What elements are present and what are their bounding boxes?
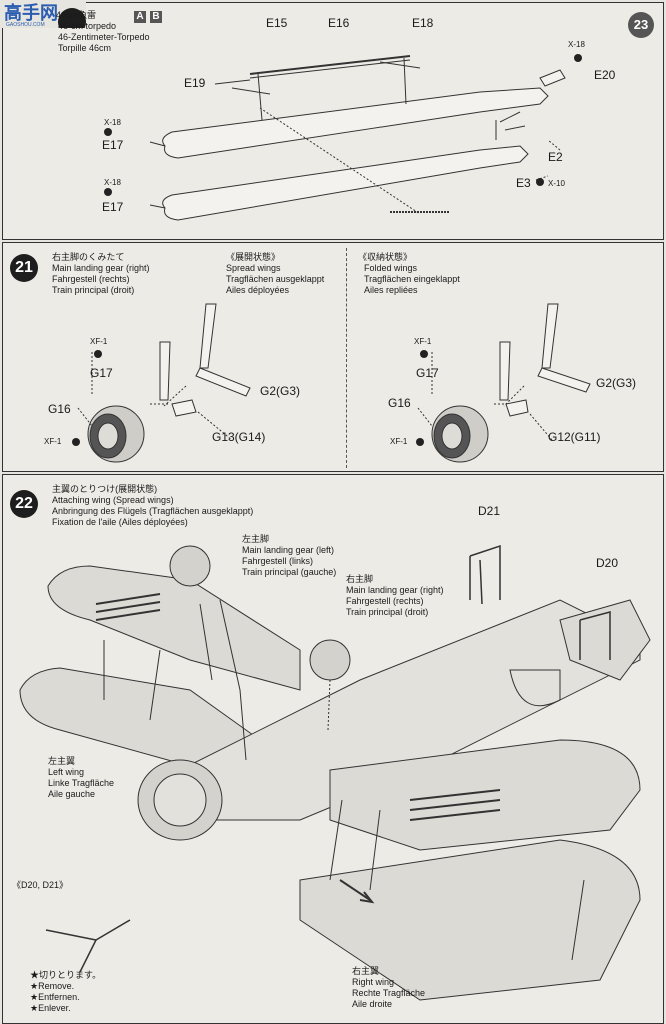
next-page-step-number: 23 (628, 12, 654, 38)
part-e16-label: E16 (328, 16, 350, 30)
remove-de: ★Entfernen. (30, 992, 80, 1002)
folded-title-de: Tragflächen eingeklappt (364, 274, 460, 284)
right-wing-en: Right wing (352, 977, 395, 987)
folded-xf1-label-1: XF-1 (414, 337, 432, 346)
right-gear-de: Fahrgestell (rechts) (346, 596, 424, 606)
spread-g17-label: G17 (90, 366, 113, 380)
watermark-graphic (2, 2, 86, 28)
remove-fr: ★Enlever. (30, 1003, 71, 1013)
step20-title-de: 46-Zentimeter-Torpedo (58, 32, 150, 42)
part-d21-label: D21 (478, 504, 501, 518)
spread-g13-label: G13(G14) (212, 430, 266, 444)
part-e17-label-1: E17 (102, 138, 124, 152)
left-gear-jp: 左主脚 (242, 534, 270, 544)
paint-drop-icon (416, 438, 424, 446)
left-wing-fr: Aile gauche (48, 789, 96, 799)
right-wing-jp: 右主翼 (352, 966, 380, 976)
spread-g2-label: G2(G3) (260, 384, 301, 398)
part-e3-label: E3 (516, 176, 531, 190)
folded-xf1-label-2: XF-1 (390, 437, 408, 446)
part-e19-label: E19 (184, 76, 206, 90)
left-wing-de: Linke Tragfläche (48, 778, 115, 788)
landing-gear-diagrams (77, 303, 591, 463)
step21-title-fr: Train principal (droit) (52, 285, 135, 295)
watermark-text: 高手网 (4, 3, 58, 23)
step22-title-en: Attaching wing (Spread wings) (52, 495, 174, 505)
left-gear-en: Main landing gear (left) (242, 545, 335, 555)
step21-title-jp: 右主脚のくみたて (52, 252, 125, 262)
folded-g17-label: G17 (416, 366, 439, 380)
remove-en: ★Remove. (30, 981, 75, 991)
folded-title-jp: 《収納状態》 (358, 252, 413, 262)
paint-drop-icon (72, 438, 80, 446)
screw-icon (574, 54, 582, 62)
spread-xf1-label-2: XF-1 (44, 437, 62, 446)
step22-title-fr: Fixation de l'aile (Ailes déployées) (52, 517, 188, 527)
part-e15-label: E15 (266, 16, 288, 30)
screw-icon (536, 178, 544, 186)
parts-tree-a-badge: A (134, 11, 146, 23)
spread-g16-label: G16 (48, 402, 71, 416)
part-e20-label: E20 (594, 68, 616, 82)
left-wing-en: Left wing (48, 767, 85, 777)
spread-title-fr: Ailes déployées (226, 285, 290, 295)
step20-title-jp: 46cm魚雷 (56, 10, 97, 20)
left-gear-de: Fahrgestell (links) (242, 556, 314, 566)
step22-title-jp: 主翼のとりつけ(展開状態) (52, 484, 158, 494)
spread-title-jp: 《展開状態》 (226, 252, 281, 262)
step20-title-en: 46-cm torpedo (58, 21, 117, 31)
part-e2-label: E2 (548, 150, 563, 164)
paint-drop-icon (420, 350, 428, 358)
torpedo-diagram (149, 55, 566, 221)
spread-title-en: Spread wings (226, 263, 281, 273)
spread-title-de: Tragflächen ausgeklappt (226, 274, 325, 284)
watermark-sub: GAOSHOU.COM (6, 22, 45, 28)
paint-drop-icon (94, 350, 102, 358)
folded-title-fr: Ailes repliées (364, 285, 418, 295)
struts-inset-title: 《D20, D21》 (12, 880, 69, 890)
right-wing-de: Rechte Tragfläche (352, 988, 426, 998)
right-gear-fr: Train principal (droit) (346, 607, 429, 617)
screw-x18-label-2: X-18 (104, 118, 121, 127)
part-e18-label: E18 (412, 16, 434, 30)
folded-g2-label: G2(G3) (596, 376, 637, 390)
step21-divider (346, 248, 347, 468)
folded-g16-label: G16 (388, 396, 411, 410)
right-wing-fr: Aile droite (352, 999, 393, 1009)
left-gear-fr: Train principal (gauche) (242, 567, 337, 577)
left-wing-jp: 左主翼 (48, 756, 76, 766)
step22-title-de: Anbringung des Flügels (Tragflächen ausg… (52, 506, 254, 516)
part-e17-label-2: E17 (102, 200, 124, 214)
part-d20-label: D20 (596, 556, 619, 570)
right-gear-jp: 右主脚 (346, 574, 374, 584)
folded-g12-label: G12(G11) (548, 430, 601, 444)
folded-title-en: Folded wings (364, 263, 418, 273)
step-22-number: 22 (10, 490, 38, 518)
right-gear-en: Main landing gear (right) (346, 585, 444, 595)
screw-icon (104, 188, 112, 196)
screw-x18-label-3: X-18 (104, 178, 121, 187)
screw-x10-label: X-10 (548, 179, 565, 188)
parts-tree-b-badge: B (150, 11, 162, 23)
spread-xf1-label-1: XF-1 (90, 337, 108, 346)
step21-title-de: Fahrgestell (rechts) (52, 274, 130, 284)
watermark-logo: 高手网 GAOSHOU.COM (2, 2, 86, 28)
remove-jp: ★切りとります。 (30, 970, 102, 980)
step20-title-fr: Torpille 46cm (58, 43, 112, 53)
step-21-number: 21 (10, 254, 38, 282)
step21-title-en: Main landing gear (right) (52, 263, 150, 273)
screw-icon (104, 128, 112, 136)
screw-x18-label-1: X-18 (568, 40, 585, 49)
